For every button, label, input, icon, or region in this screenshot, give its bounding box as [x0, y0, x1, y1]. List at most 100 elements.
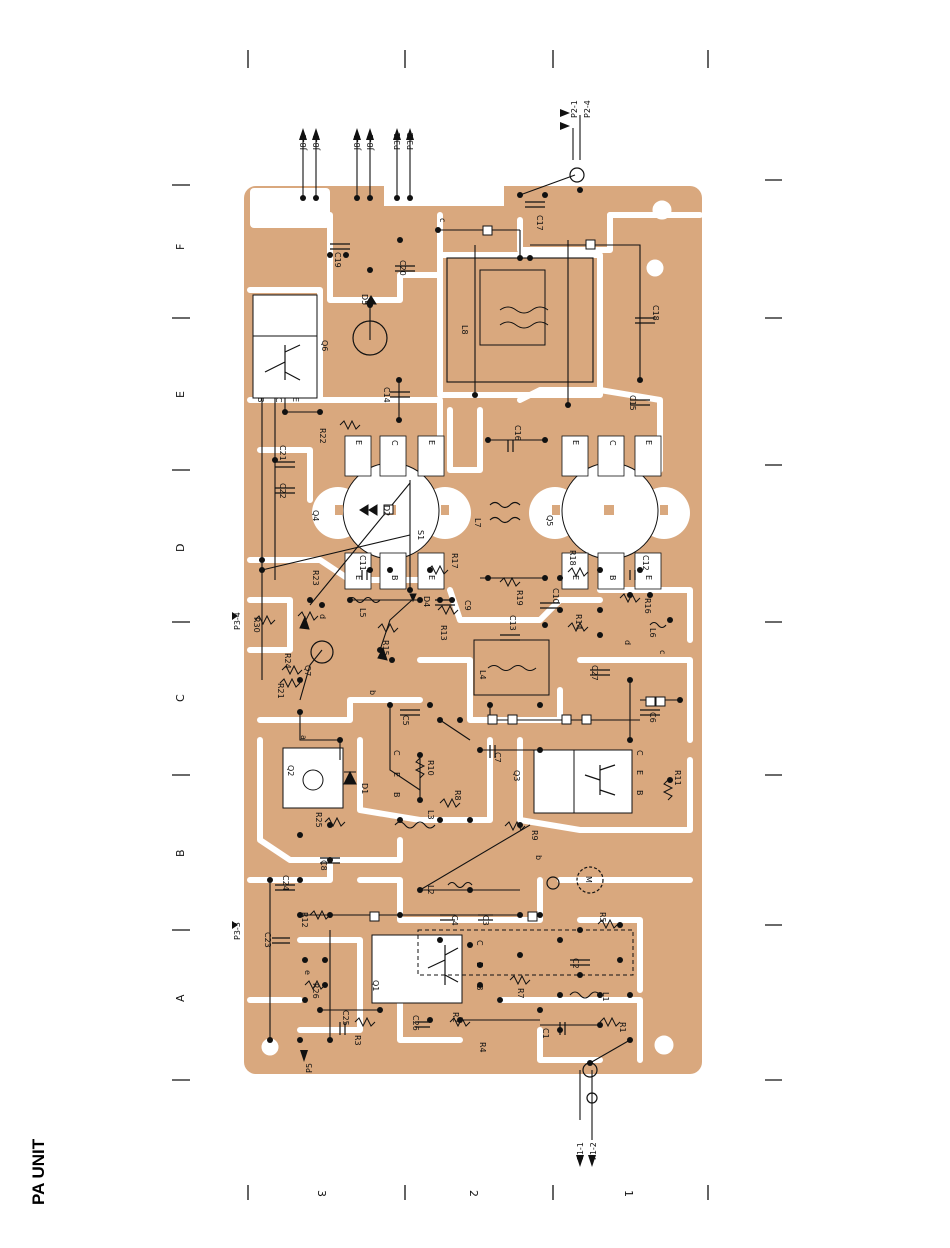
grid-letter-c: C	[174, 694, 187, 702]
solder-pad	[537, 1007, 543, 1013]
solder-pad	[389, 657, 395, 663]
solder-pad	[587, 1060, 593, 1066]
diode-marks	[299, 295, 417, 661]
test-points	[369, 225, 666, 922]
label-r9: R9	[530, 830, 539, 841]
solder-pad	[317, 1007, 323, 1013]
solder-pad	[517, 192, 523, 198]
label-c25: C25	[341, 1010, 350, 1026]
label-q6: Q6	[320, 340, 329, 351]
label-r25: R25	[314, 812, 323, 828]
solder-pad	[387, 702, 393, 708]
solder-pad	[597, 607, 603, 613]
label-r21: R21	[276, 683, 285, 699]
label-c2: C2	[571, 958, 580, 969]
solder-pad	[557, 607, 563, 613]
solder-pad	[517, 255, 523, 261]
pin-e-q5-top: E	[571, 440, 580, 445]
label-r14: R14	[574, 614, 583, 630]
solder-pad	[347, 597, 353, 603]
solder-pad	[542, 437, 548, 443]
label-p3-4: P3-4	[233, 612, 242, 630]
solder-pad	[577, 927, 583, 933]
label-r2: R2	[451, 1012, 460, 1023]
solder-pads	[259, 187, 683, 1066]
pin-e-q5-top2: E	[644, 440, 653, 445]
label-c6: C6	[648, 712, 657, 723]
solder-pad	[597, 1022, 603, 1028]
label-q4: Q4	[311, 510, 320, 521]
pin-c-q4-top: C	[390, 440, 399, 446]
label-r13: R13	[439, 625, 448, 641]
solder-pad	[487, 702, 493, 708]
pin-b-q4-bot: B	[390, 575, 399, 581]
label-q3: Q3	[512, 770, 521, 781]
solder-pad	[537, 702, 543, 708]
solder-pad	[627, 592, 633, 598]
label-c3: C3	[481, 915, 490, 926]
connector-arrows	[232, 109, 596, 1167]
solder-pad	[637, 567, 643, 573]
label-r22: R22	[318, 428, 327, 444]
mounting-holes	[261, 200, 674, 1056]
solder-pad	[282, 409, 288, 415]
solder-pad	[517, 822, 523, 828]
solder-pad	[387, 567, 393, 573]
label-c1: C1	[541, 1028, 550, 1039]
label-q5: Q5	[545, 515, 554, 526]
solder-pad	[542, 622, 548, 628]
label-r8: R8	[453, 790, 462, 801]
solder-pad	[367, 195, 373, 201]
pin-c-q2: C	[392, 750, 401, 756]
solder-pad	[367, 567, 373, 573]
solder-pad	[354, 195, 360, 201]
solder-pad	[317, 409, 323, 415]
solder-pad	[537, 747, 543, 753]
solder-pad	[297, 709, 303, 715]
pin-b-upper: b	[368, 690, 377, 695]
solder-pad	[627, 992, 633, 998]
pin-d-left: d	[318, 614, 327, 619]
solder-pad	[647, 592, 653, 598]
solder-pad	[319, 602, 325, 608]
label-c19: C19	[333, 252, 342, 268]
label-l6: L6	[648, 628, 657, 638]
label-r26: R26	[311, 983, 320, 999]
solder-pad	[477, 962, 483, 968]
solder-pad	[327, 252, 333, 258]
pin-e-q4-bot2: E	[427, 575, 436, 580]
solder-pad	[407, 587, 413, 593]
grid-ticks	[172, 50, 782, 1200]
solder-pad	[302, 997, 308, 1003]
solder-pad	[617, 922, 623, 928]
solder-pad	[297, 832, 303, 838]
solder-pad	[597, 567, 603, 573]
solder-pad	[259, 557, 265, 563]
solder-pad	[327, 857, 333, 863]
solder-pad	[367, 267, 373, 273]
solder-pad	[302, 957, 308, 963]
label-l5: L5	[358, 608, 367, 618]
solder-pad	[313, 195, 319, 201]
solder-pad	[367, 302, 373, 308]
solder-pad	[472, 392, 478, 398]
solder-pad	[467, 887, 473, 893]
component-labels: Q1 Q2 Q3 Q4 Q5 Q6 Q7 D1 D2 D4 D5 S1 L1 L…	[252, 215, 682, 1053]
solder-pad	[297, 1037, 303, 1043]
label-r4: R4	[478, 1042, 487, 1053]
solder-pad	[307, 597, 313, 603]
solder-pad	[467, 942, 473, 948]
solder-pad	[397, 817, 403, 823]
label-d2: D2	[382, 505, 391, 516]
solder-pad	[272, 457, 278, 463]
label-c23: C23	[263, 932, 272, 948]
label-c8: C8	[319, 860, 328, 871]
solder-pad	[557, 937, 563, 943]
label-c24: C24	[281, 875, 290, 891]
label-p3-2: P3-2	[406, 132, 415, 150]
q6-module	[252, 294, 318, 399]
label-c16: C16	[513, 425, 522, 441]
label-p5: P5	[305, 1063, 314, 1073]
meter-symbol	[576, 866, 604, 894]
label-c10: C10	[551, 588, 560, 604]
